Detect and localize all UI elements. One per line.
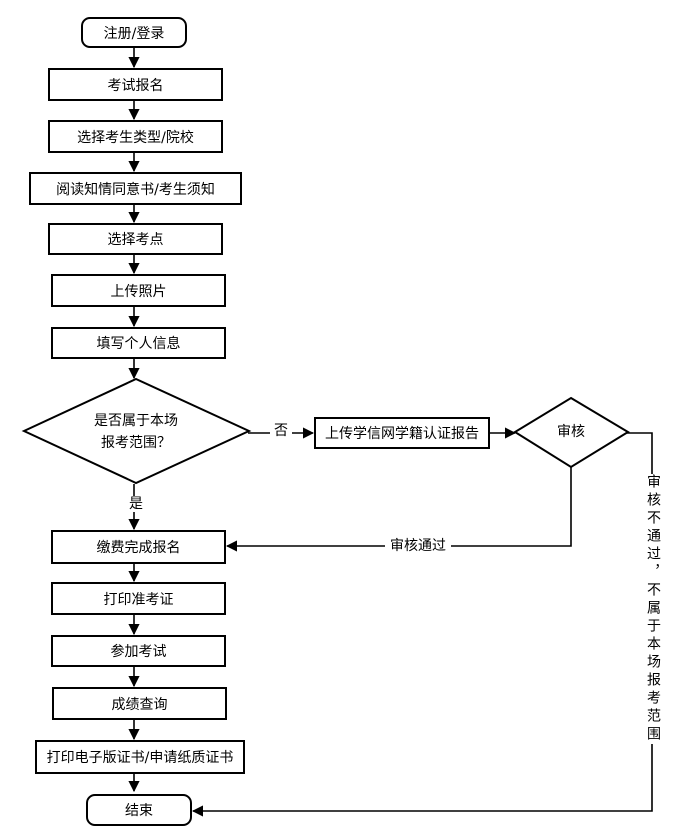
edge-label-yes: 是	[126, 496, 146, 512]
select-type-node: 选择考生类型/院校	[48, 120, 223, 153]
upload-photo-node: 上传照片	[51, 274, 226, 307]
review-text: 审核	[557, 424, 585, 440]
edge-label-review-pass: 审核通过	[385, 538, 451, 554]
decision-text: 是否属于本场 报考范围？	[70, 410, 202, 454]
review-diamond	[513, 396, 630, 469]
print-cert-node: 打印电子版证书/申请纸质证书	[35, 740, 245, 774]
take-exam-node: 参加考试	[51, 635, 226, 667]
upload-report-node: 上传学信网学籍认证报告	[314, 417, 490, 449]
pay-node: 缴费完成报名	[51, 530, 226, 564]
read-consent-node: 阅读知情同意书/考生须知	[29, 172, 242, 205]
decision-diamond	[21, 377, 252, 485]
select-site-node: 选择考点	[48, 223, 223, 255]
start-node: 注册/登录	[81, 17, 187, 48]
decision-line-2: 报考范围？	[101, 435, 171, 451]
end-node: 结束	[86, 794, 192, 826]
decision-line-1: 是否属于本场	[94, 413, 178, 429]
print-ticket-node: 打印准考证	[51, 582, 226, 615]
fill-info-node: 填写个人信息	[51, 327, 226, 359]
edge-label-no: 否	[270, 423, 292, 439]
apply-node: 考试报名	[48, 68, 223, 101]
edge-label-review-fail: 审核不通过，不属于本场报考范围	[643, 474, 661, 744]
query-score-node: 成绩查询	[52, 687, 227, 720]
